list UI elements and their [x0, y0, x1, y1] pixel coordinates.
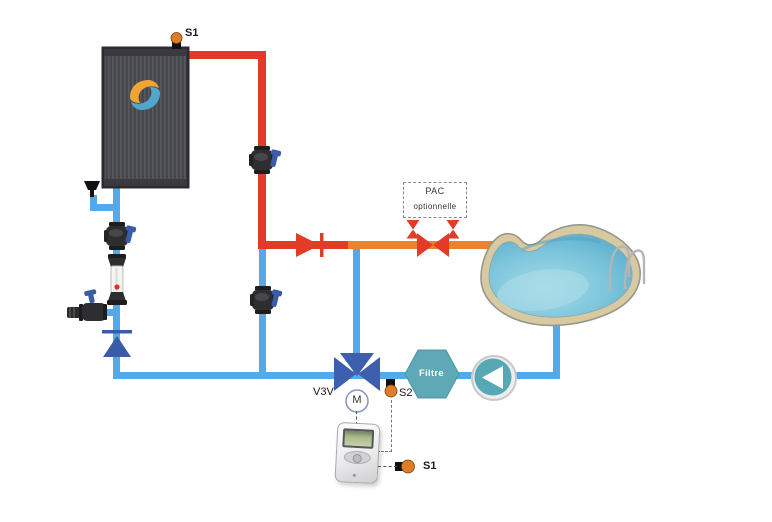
flow-meter-icon: [107, 254, 127, 305]
wire-s1-horizontal: [378, 466, 397, 467]
sensor-s2-icon: [384, 379, 398, 398]
fill-valve-hose-icon: [67, 289, 107, 321]
pump-icon: [471, 355, 517, 401]
line-valve-bowtie-icon: [417, 233, 449, 257]
sensor-s1-bottom-icon: [395, 459, 415, 474]
pac-subtitle: optionnelle: [413, 202, 457, 211]
ball-valve-solar-feed-icon: [249, 146, 282, 174]
solar-controller: [334, 421, 381, 485]
ball-valve-panel-return-icon: [104, 222, 137, 250]
pac-valve-left-icon: [406, 220, 420, 239]
wire-s2-horizontal: [377, 451, 392, 452]
pool: [480, 224, 646, 327]
pac-connection: [406, 216, 460, 257]
controller-knob: [352, 453, 362, 463]
controller-buttons: [343, 450, 372, 465]
sensor-s1-roof-icon: [170, 32, 183, 49]
three-way-valve-icon: [334, 353, 380, 391]
wire-s2-vertical: [391, 400, 392, 452]
solar-panel: [101, 46, 190, 189]
pac-valve-right-icon: [446, 220, 460, 239]
wire-motor-to-controller: [356, 411, 357, 425]
panel-logo-icon: [130, 80, 160, 110]
sensor-s1-bottom-label: S1: [423, 460, 437, 472]
v3v-label: V3V: [313, 386, 334, 398]
check-valve-hot-icon: [296, 233, 324, 257]
check-valve-icon: [102, 330, 132, 357]
pool-ladder-icon: [608, 245, 646, 293]
filter-hexagon: [404, 349, 460, 399]
controller-lcd-screen: [342, 428, 375, 449]
filter-label: Filtre: [418, 368, 445, 379]
ball-valve-bypass-icon: [250, 286, 283, 314]
motor-label: M: [352, 394, 362, 406]
sensor-s1-roof-label: S1: [185, 27, 199, 39]
drain-vent-icon: [84, 181, 100, 197]
motor-circle: [345, 389, 369, 413]
pac-optional-box: PAC optionnelle: [403, 182, 467, 218]
controller-led: [352, 473, 356, 477]
pac-title: PAC: [425, 186, 445, 196]
sensor-s2-label: S2: [399, 387, 413, 399]
